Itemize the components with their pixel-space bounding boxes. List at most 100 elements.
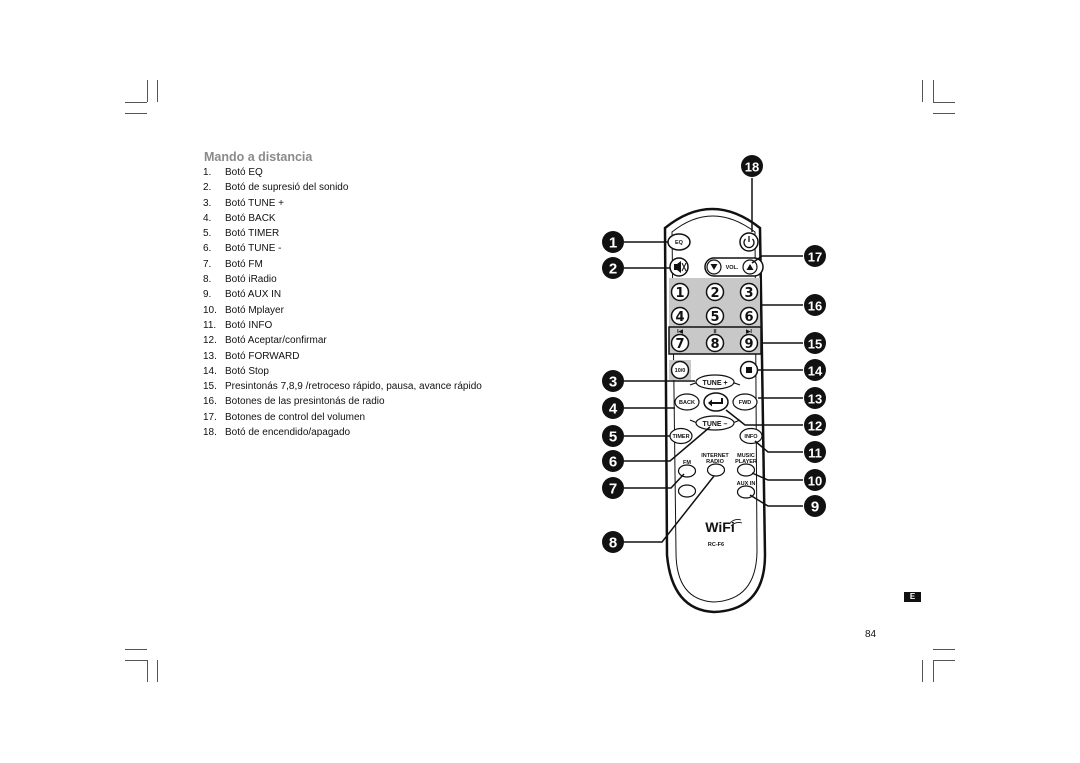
svg-text:7: 7 [609, 481, 617, 498]
key-5[interactable]: 5 [705, 306, 725, 326]
svg-text:5: 5 [710, 310, 719, 325]
svg-text:3: 3 [609, 374, 617, 391]
svg-text:4: 4 [609, 401, 618, 418]
pause-icon: II [713, 329, 717, 335]
callout-1: 1 [602, 231, 624, 253]
internet-radio-label: RADIO [706, 459, 724, 465]
crop-mark [157, 660, 158, 682]
key-2[interactable]: 2 [705, 282, 725, 302]
tune-minus-button[interactable]: TUNE – [695, 415, 735, 431]
leader-lines [624, 178, 803, 543]
crop-mark [922, 660, 923, 682]
crop-mark [933, 80, 934, 102]
prev-track-icon: I◀ [677, 328, 684, 335]
music-player-label: PLAYER [735, 459, 757, 465]
svg-text:7: 7 [675, 337, 684, 352]
list-item: 5.Botó TIMER [203, 228, 280, 240]
callout-9: 9 [804, 495, 826, 517]
crop-mark [933, 649, 955, 650]
music-player-label: MUSIC [737, 453, 755, 459]
list-item: 15.Presintonás 7,8,9 /retroceso rápido, … [203, 381, 482, 393]
crop-mark [933, 660, 955, 661]
key-8[interactable]: 8 [705, 333, 725, 353]
mute-icon [674, 261, 687, 273]
key-4[interactable]: 4 [670, 306, 690, 326]
power-icon [743, 236, 755, 249]
stop-icon [746, 367, 752, 373]
mplayer-button[interactable] [736, 463, 756, 477]
callout-2: 2 [602, 257, 624, 279]
tune-plus-button[interactable]: TUNE + [695, 374, 735, 390]
stop-button[interactable] [739, 360, 759, 380]
svg-text:EQ: EQ [675, 240, 684, 246]
mute-button[interactable] [669, 257, 689, 277]
crop-mark [933, 660, 934, 682]
internet-radio-label: INTERNET [701, 453, 729, 459]
list-item: 2.Botó de supresió del sonido [203, 182, 349, 194]
svg-text:10/0: 10/0 [675, 368, 686, 374]
callout-6: 6 [602, 450, 624, 472]
svg-text:WiFi: WiFi [705, 519, 734, 535]
svg-text:8: 8 [710, 337, 719, 352]
callout-7: 7 [602, 477, 624, 499]
key-1[interactable]: 1 [670, 282, 690, 302]
back-button[interactable]: BACK [674, 393, 700, 411]
svg-text:8: 8 [609, 535, 617, 552]
callout-13: 13 [804, 387, 826, 409]
svg-text:17: 17 [808, 250, 822, 265]
volume-down-button[interactable] [706, 259, 722, 275]
crop-mark [933, 113, 955, 114]
list-item: 4.Botó BACK [203, 212, 276, 224]
key-10-0[interactable]: 10/0 [670, 360, 690, 380]
svg-text:INFO: INFO [744, 434, 758, 440]
svg-text:11: 11 [808, 446, 822, 461]
list-item: 12.Botó Aceptar/confirmar [203, 335, 327, 347]
volume-up-button[interactable] [742, 259, 758, 275]
triangle-down-icon [710, 264, 718, 270]
key-3[interactable]: 3 [739, 282, 759, 302]
power-button[interactable] [739, 232, 759, 252]
svg-text:FWD: FWD [739, 400, 752, 406]
crop-mark [147, 80, 148, 102]
key-9[interactable]: 9 [739, 333, 759, 353]
svg-text:14: 14 [808, 364, 823, 379]
svg-text:10: 10 [808, 474, 822, 489]
wifi-icon [729, 519, 743, 527]
volume-label: VOL. [726, 265, 739, 271]
callout-12: 12 [804, 414, 826, 436]
callout-18: 18 [741, 155, 763, 177]
list-item: 17.Botones de control del volumen [203, 411, 366, 423]
svg-text:2: 2 [609, 261, 617, 278]
enter-button[interactable] [703, 392, 729, 412]
list-item: 9.Botó AUX IN [203, 289, 282, 301]
section-title: Mando a distancia [204, 150, 313, 164]
forward-button[interactable]: FWD [732, 393, 758, 411]
fm-button[interactable] [677, 464, 697, 478]
crop-mark [125, 649, 147, 650]
svg-text:15: 15 [808, 337, 822, 352]
iradio-button[interactable] [706, 463, 726, 477]
svg-text:9: 9 [811, 499, 819, 516]
svg-text:4: 4 [675, 310, 684, 325]
svg-text:12: 12 [808, 419, 822, 434]
svg-text:2: 2 [710, 286, 719, 301]
volume-control: VOL. [704, 257, 764, 277]
timer-button[interactable]: TIMER [669, 427, 693, 445]
list-item: 13.Botó FORWARD [203, 350, 300, 362]
callout-15: 15 [804, 332, 826, 354]
callout-3: 3 [602, 370, 624, 392]
info-button[interactable]: INFO [739, 427, 763, 445]
list-item: 3.Botó TUNE + [203, 197, 285, 209]
callout-17: 17 [804, 245, 826, 267]
blank-button[interactable] [677, 484, 697, 498]
list-item: 16.Botones de las presintonás de radio [203, 396, 385, 408]
key-6[interactable]: 6 [739, 306, 759, 326]
svg-text:3: 3 [744, 286, 753, 301]
enter-arrow-icon [708, 398, 723, 407]
svg-text:TIMER: TIMER [672, 434, 689, 440]
remote-inner-outline [671, 215, 758, 603]
key-7[interactable]: 7 [670, 333, 690, 353]
list-item: 7.Botó FM [203, 258, 263, 270]
eq-button[interactable]: EQ [667, 233, 691, 251]
